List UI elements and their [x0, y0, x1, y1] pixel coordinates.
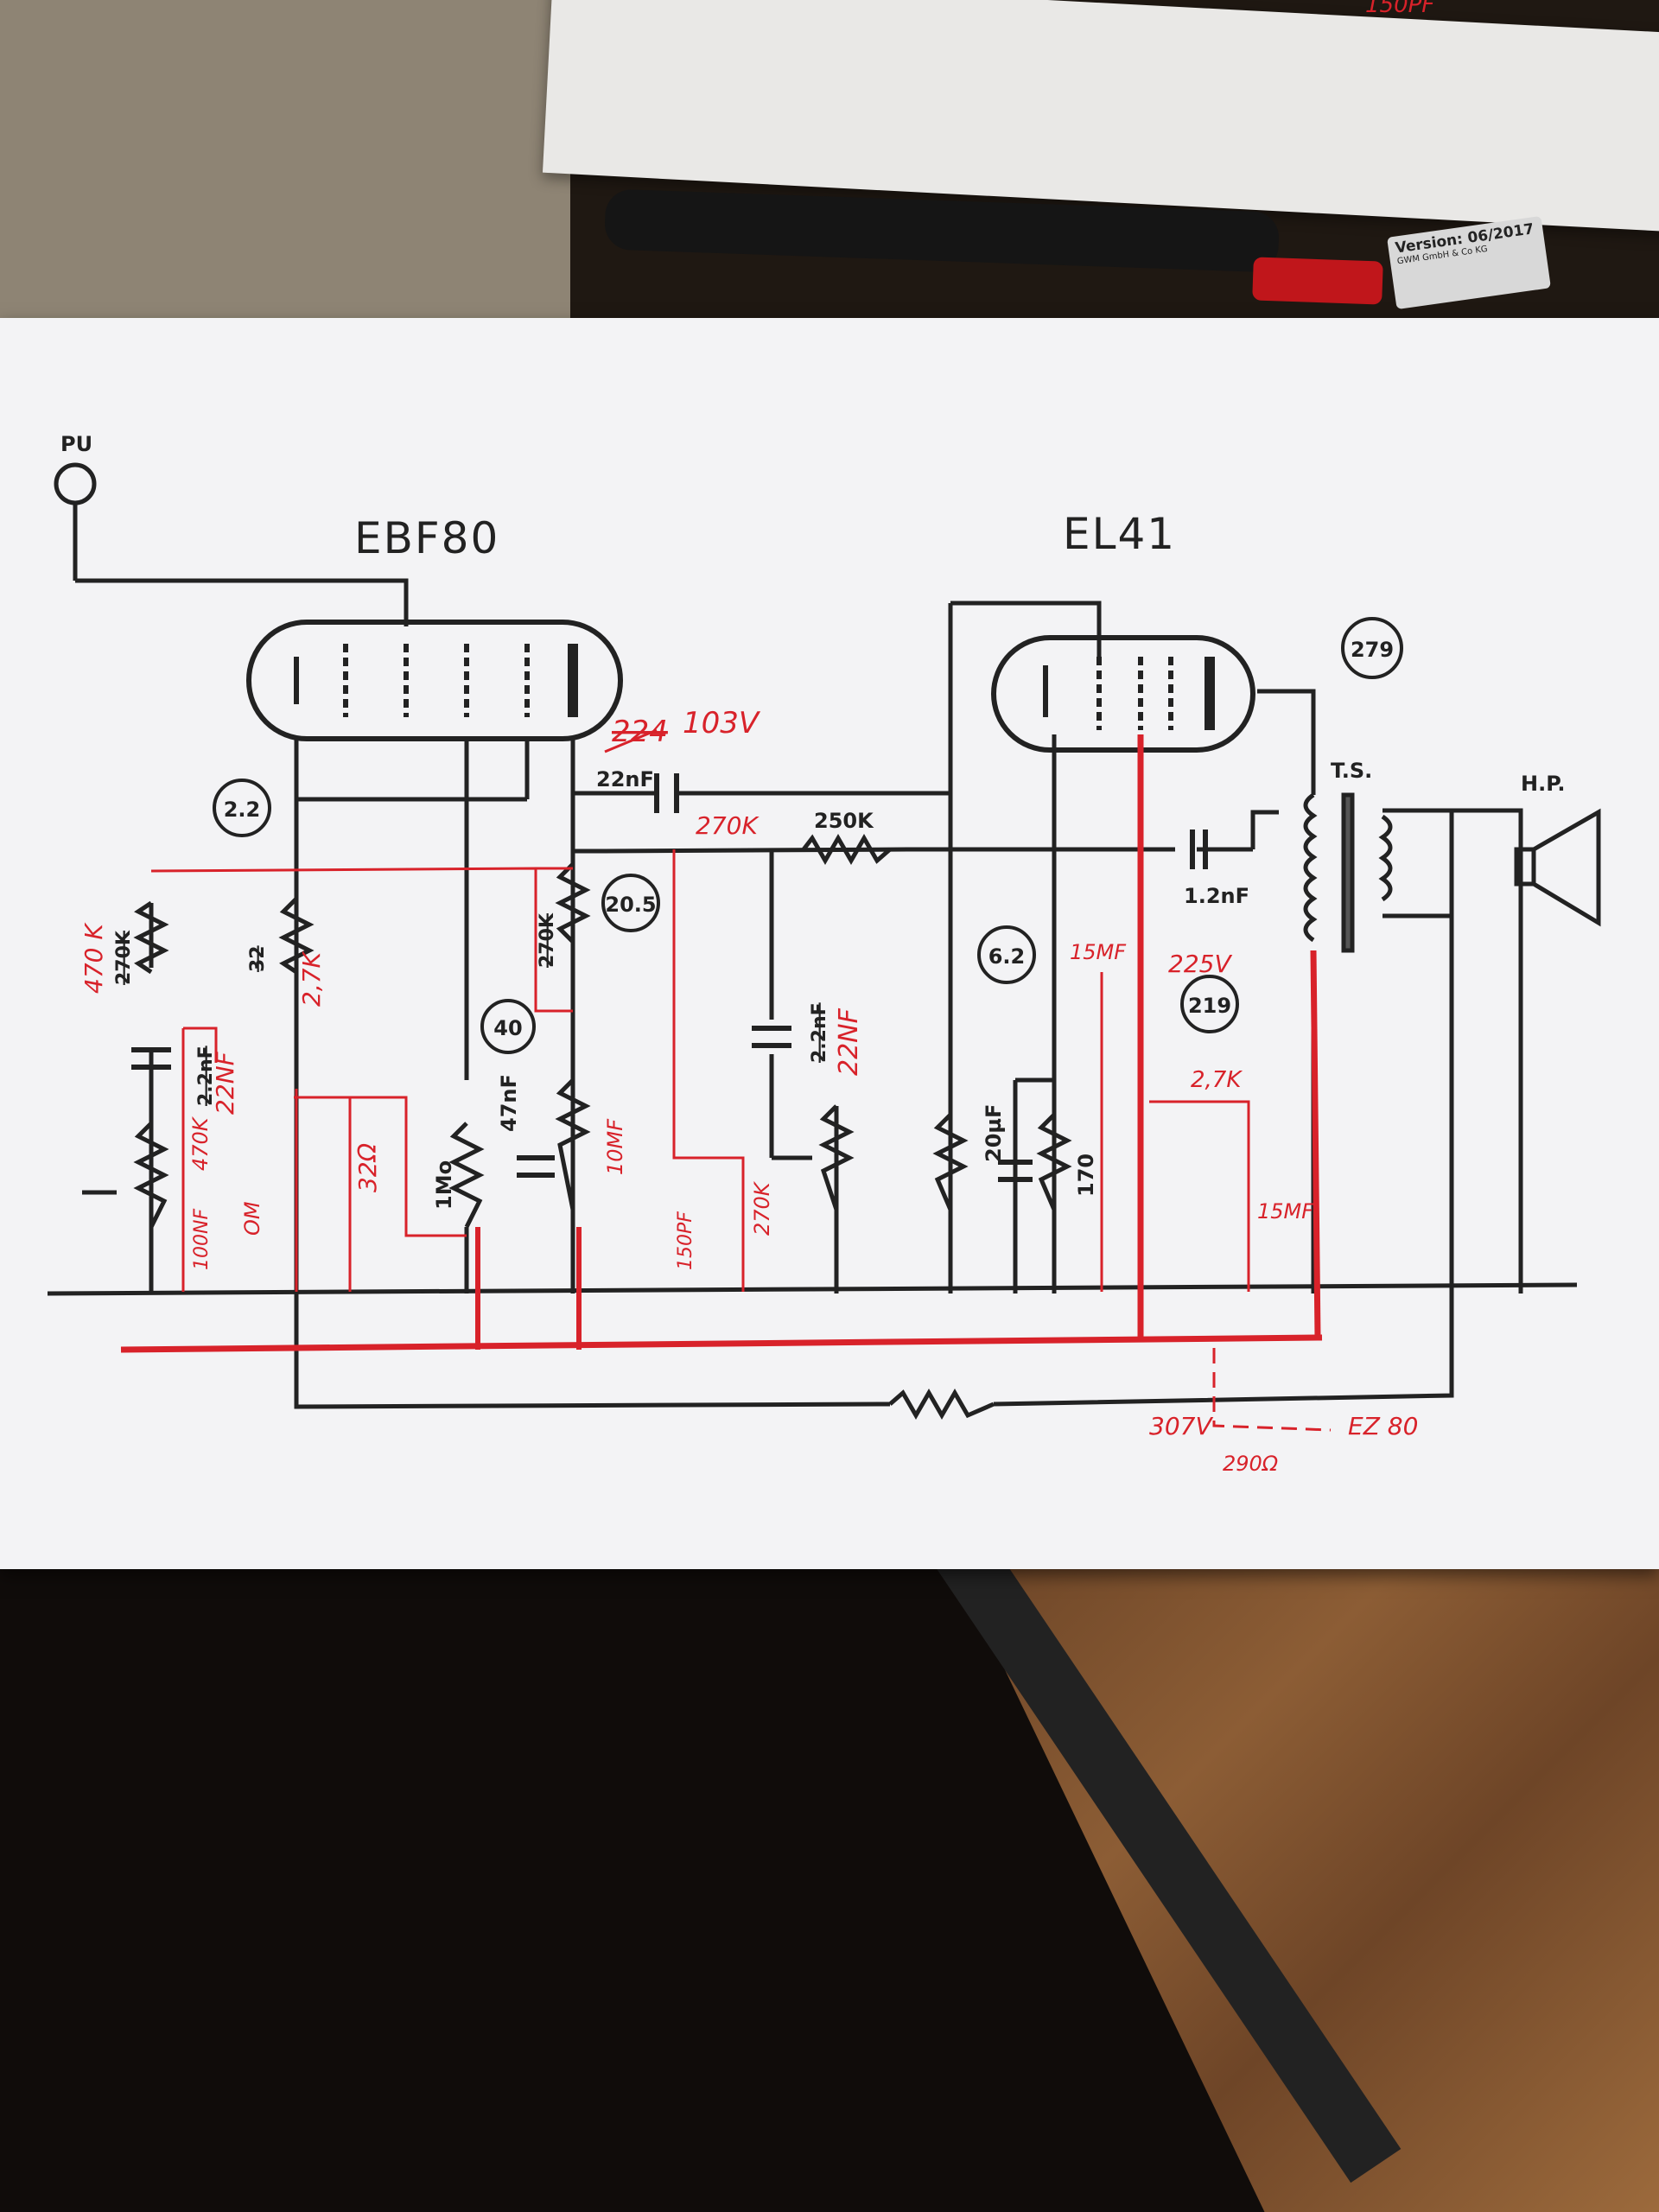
note-224: 224: [612, 715, 668, 749]
ebf80-tube: [246, 620, 623, 741]
value-47nf: 47nF: [497, 1074, 521, 1132]
note-2-7k-screen: 2,7K: [1191, 1067, 1243, 1093]
el41-label: EL41: [1063, 509, 1176, 559]
note-22nf-tone: 22NF: [834, 1007, 864, 1076]
note-290-ohm: 290Ω: [1223, 1452, 1279, 1476]
top-sheet-note: 150PF: [1365, 0, 1435, 18]
note-10mf: 10MF: [603, 1118, 627, 1175]
transformer-label: T.S.: [1331, 759, 1372, 783]
value-2-2nf-old: 2.2nF: [195, 1046, 217, 1106]
note-307v: 307V: [1149, 1412, 1213, 1440]
note-15mf-filter: 15MF: [1257, 1199, 1314, 1224]
value-170: 170: [1074, 1154, 1098, 1197]
value-22nf: 22nF: [596, 767, 654, 791]
note-100nf: 100NF: [191, 1209, 213, 1270]
note-22nf-input: 22NF: [211, 1051, 239, 1115]
voltage-40: 40: [493, 1016, 522, 1040]
capacitor-symbols: [131, 773, 1208, 1182]
note-470k: 470 K: [79, 922, 108, 994]
value-2-2nf-tone-old: 2.2nF: [809, 1002, 830, 1063]
value-270k-plate-old: 270K: [537, 912, 558, 968]
ebf80-label: EBF80: [354, 513, 499, 563]
note-270k-plate: 270K: [696, 811, 760, 840]
note-270k: 270K: [750, 1180, 774, 1236]
resistor-symbols: [82, 833, 1072, 1421]
pu-label: PU: [60, 432, 92, 456]
voltage-markers: 2.2 20.5 40 6.2 279 219: [213, 617, 1403, 1054]
note-15mf-screen: 15MF: [1070, 940, 1127, 964]
voltage-219: 219: [1188, 994, 1231, 1018]
cardboard-background: [0, 0, 570, 320]
note-om: OM: [240, 1201, 264, 1236]
voltage-6-2: 6.2: [988, 944, 1026, 969]
voltage-2-2: 2.2: [224, 798, 261, 822]
note-ez80: EZ 80: [1348, 1412, 1418, 1440]
note-225v: 225V: [1168, 950, 1232, 978]
speaker-symbol: [1514, 808, 1601, 927]
el41-tube: [991, 635, 1255, 753]
note-470k-extra: 470K: [188, 1116, 213, 1171]
red-correction-wiring: [120, 728, 1332, 1432]
note-2-7k: 2,7K: [297, 950, 326, 1007]
voltage-279: 279: [1351, 638, 1394, 662]
note-103v: 103V: [683, 706, 761, 741]
speaker-label: H.P.: [1521, 772, 1566, 796]
value-32-old: 32: [247, 945, 269, 972]
voltage-20-5: 20.5: [605, 893, 656, 917]
pu-input-jack: [54, 462, 97, 505]
value-270k-old: 270K: [113, 930, 135, 985]
value-250k: 250K: [814, 809, 874, 833]
value-20uf: 20µF: [982, 1104, 1006, 1162]
value-1mo: 1Mo: [432, 1160, 456, 1210]
schematic-paper-sheet: [0, 318, 1659, 1569]
note-150pf: 150PF: [675, 1211, 696, 1270]
printed-wiring: [47, 501, 1578, 1409]
value-1-2nf: 1.2nF: [1184, 884, 1249, 908]
note-32-ohm: 32Ω: [353, 1142, 382, 1192]
output-transformer: [1303, 792, 1393, 953]
red-annotations: 224 103V 270K 470 K 22NF 2,7K 32Ω 22NF 4…: [79, 706, 1418, 1476]
printed-values: 22nF 250K 1.2nF 20µF 170 1Mo 47nF 270K 2…: [113, 767, 1249, 1210]
